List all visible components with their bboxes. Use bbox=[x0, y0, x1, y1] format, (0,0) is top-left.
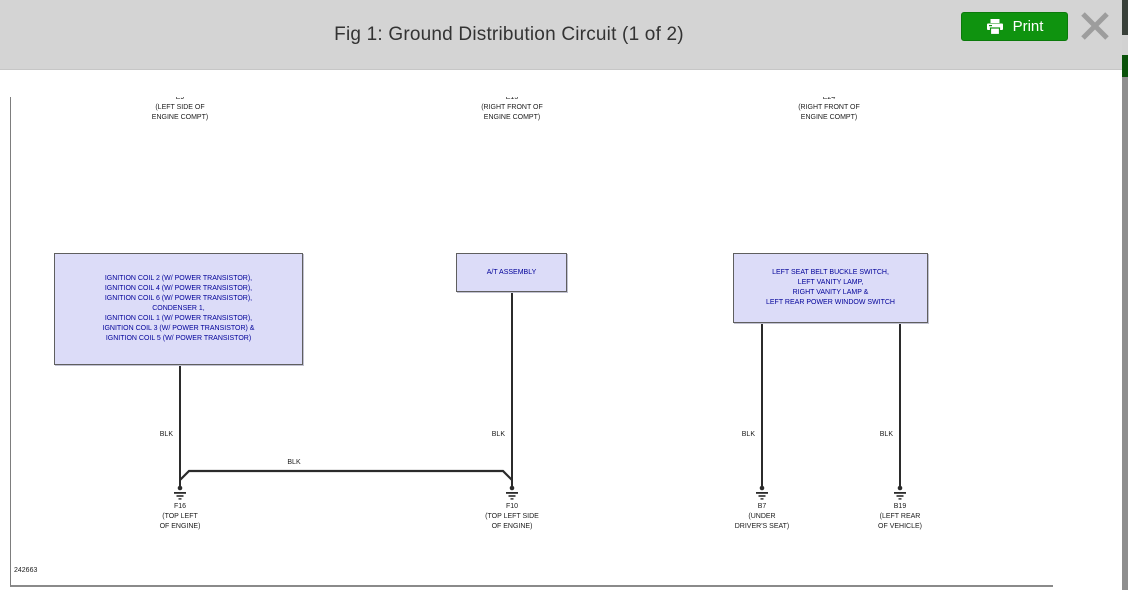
background-page-edge bbox=[1122, 0, 1128, 598]
ground-location: OF VEHICLE) bbox=[878, 523, 922, 530]
component-line: LEFT VANITY LAMP, bbox=[797, 279, 864, 286]
print-button-label: Print bbox=[1012, 18, 1044, 35]
edge-segment bbox=[1122, 77, 1128, 590]
ground-location: DRIVER'S SEAT) bbox=[734, 523, 790, 530]
print-button[interactable]: Print bbox=[961, 12, 1068, 41]
page-title: Fig 1: Ground Distribution Circuit (1 of… bbox=[334, 24, 684, 45]
component-line: IGNITION COIL 6 (W/ POWER TRANSISTOR), bbox=[104, 295, 253, 302]
ground-icon bbox=[506, 485, 518, 500]
ground-location: (TOP LEFT SIDE bbox=[485, 513, 539, 520]
ground-location: OF ENGINE) bbox=[159, 523, 201, 530]
close-button[interactable] bbox=[1076, 7, 1114, 45]
connector-id: E24 bbox=[822, 97, 836, 101]
ground-id: F16 bbox=[173, 503, 187, 510]
connector-label-e15: E15 (RIGHT FRONT OF ENGINE COMPT) bbox=[481, 97, 543, 123]
ground-id: B7 bbox=[757, 503, 767, 510]
connector-id: E9 bbox=[175, 97, 185, 101]
component-line: IGNITION COIL 2 (W/ POWER TRANSISTOR), bbox=[104, 275, 253, 282]
component-box-ignition-coils: IGNITION COIL 2 (W/ POWER TRANSISTOR), I… bbox=[54, 253, 303, 365]
edge-segment bbox=[1122, 55, 1128, 77]
ground-label-b19: B19 (LEFT REAR OF VEHICLE) bbox=[878, 502, 922, 532]
component-line: IGNITION COIL 5 (W/ POWER TRANSISTOR) bbox=[105, 335, 252, 342]
ground-icon bbox=[894, 485, 906, 500]
connector-location: ENGINE COMPT) bbox=[151, 114, 209, 121]
wire-jumper bbox=[179, 469, 513, 481]
component-line: LEFT REAR POWER WINDOW SWITCH bbox=[766, 299, 895, 306]
component-line: IGNITION COIL 1 (W/ POWER TRANSISTOR), bbox=[104, 315, 253, 322]
wire-color-label: BLK bbox=[741, 431, 755, 438]
header-bar: Fig 1: Ground Distribution Circuit (1 of… bbox=[0, 0, 1128, 70]
component-line: IGNITION COIL 4 (W/ POWER TRANSISTOR), bbox=[104, 285, 253, 292]
ground-label-b7: B7 (UNDER DRIVER'S SEAT) bbox=[735, 502, 790, 532]
component-box-seat-belt-lamps: LEFT SEAT BELT BUCKLE SWITCH, LEFT VANIT… bbox=[733, 253, 928, 323]
component-box-at-assembly: A/T ASSEMBLY bbox=[456, 253, 567, 292]
ground-icon bbox=[174, 485, 186, 500]
ground-location: (TOP LEFT bbox=[162, 513, 198, 520]
connector-location: ENGINE COMPT) bbox=[800, 114, 858, 121]
edge-segment bbox=[1122, 0, 1128, 35]
printer-icon bbox=[986, 18, 1003, 35]
component-line: LEFT SEAT BELT BUCKLE SWITCH, bbox=[772, 269, 889, 276]
close-icon bbox=[1081, 12, 1109, 40]
connector-location: (RIGHT FRONT OF bbox=[798, 104, 860, 111]
wire-color-label: BLK bbox=[159, 431, 173, 438]
connector-location: (LEFT SIDE OF bbox=[155, 104, 205, 111]
ground-location: OF ENGINE) bbox=[491, 523, 533, 530]
component-line: RIGHT VANITY LAMP & bbox=[792, 289, 869, 296]
connector-label-e24: E24 (RIGHT FRONT OF ENGINE COMPT) bbox=[798, 97, 860, 123]
component-line: IGNITION COIL 3 (W/ POWER TRANSISTOR) & bbox=[102, 325, 255, 332]
connector-id: E15 bbox=[505, 97, 519, 101]
wire-color-label: BLK bbox=[287, 459, 301, 466]
ground-id: F10 bbox=[505, 503, 519, 510]
wire-color-label: BLK bbox=[879, 431, 893, 438]
ground-location: (LEFT REAR bbox=[879, 513, 921, 520]
figure-number: 242663 bbox=[14, 567, 38, 574]
wiring-svg bbox=[174, 292, 906, 500]
ground-id: B19 bbox=[893, 503, 907, 510]
component-line: A/T ASSEMBLY bbox=[486, 268, 537, 276]
wire-color-label: BLK bbox=[491, 431, 505, 438]
ground-label-f10: F10 (TOP LEFT SIDE OF ENGINE) bbox=[485, 502, 539, 532]
connector-location: (RIGHT FRONT OF bbox=[481, 104, 543, 111]
ground-label-f16: F16 (TOP LEFT OF ENGINE) bbox=[160, 502, 201, 532]
ground-location: (UNDER bbox=[748, 513, 776, 520]
edge-segment bbox=[1122, 35, 1128, 55]
component-line: CONDENSER 1, bbox=[152, 305, 205, 312]
connector-location: ENGINE COMPT) bbox=[483, 114, 541, 121]
viewer-content: E9 (LEFT SIDE OF ENGINE COMPT) E15 (RIGH… bbox=[0, 70, 1128, 598]
connector-label-e9: E9 (LEFT SIDE OF ENGINE COMPT) bbox=[152, 97, 208, 123]
wiring-diagram-canvas: E9 (LEFT SIDE OF ENGINE COMPT) E15 (RIGH… bbox=[10, 97, 1053, 587]
ground-icon bbox=[756, 485, 768, 500]
